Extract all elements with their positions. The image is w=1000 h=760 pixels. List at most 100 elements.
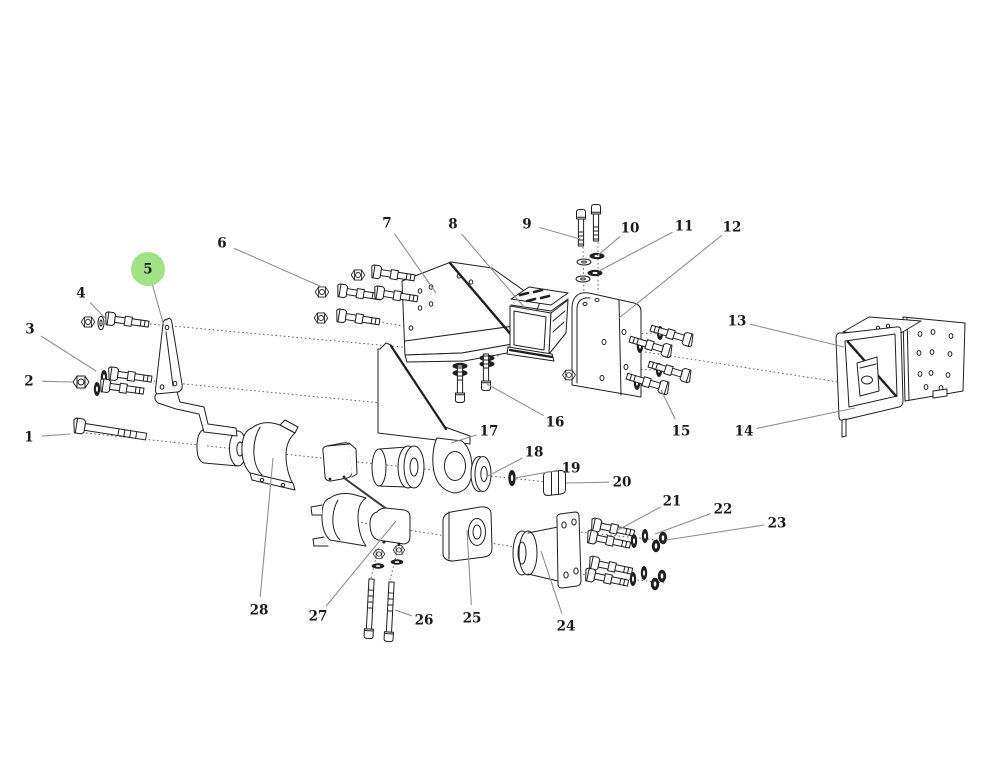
leader-line (40, 335, 97, 372)
part-8-engine-mount (506, 286, 569, 362)
axis-bolt6-c (373, 320, 410, 328)
callout-number: 28 (250, 603, 269, 619)
leader-line (618, 234, 723, 319)
leader-line (89, 302, 107, 320)
leader-line (394, 609, 412, 617)
callout-number: 17 (480, 424, 499, 440)
callout-number: 27 (309, 609, 328, 625)
callout-23[interactable]: 23 (665, 516, 787, 541)
leader-line (596, 235, 621, 257)
axis-to-frame-box (644, 351, 839, 383)
part-26-long-bolts (363, 545, 406, 643)
callout-number: 14 (735, 424, 754, 440)
callout-number: 22 (714, 502, 733, 518)
callout-number: 6 (217, 236, 226, 252)
callout-number: 12 (723, 220, 742, 236)
callout-number: 19 (562, 461, 581, 477)
callout-9[interactable]: 9 (522, 217, 581, 240)
axis-bolt26-b (389, 547, 399, 581)
part-9-bolts (576, 204, 601, 247)
leader-line (41, 433, 71, 437)
part-10-spring-washers (587, 252, 605, 277)
callout-19[interactable]: 19 (514, 461, 581, 479)
leader-line (41, 380, 74, 383)
part-22-washers (629, 528, 649, 587)
callout-1[interactable]: 1 (24, 430, 71, 446)
leader-line (749, 323, 845, 348)
part-19-lock-washer (507, 469, 517, 487)
callout-number: 10 (621, 221, 640, 237)
leader-line (150, 281, 165, 327)
leader-line (325, 520, 397, 607)
part-2-nut (72, 375, 90, 389)
part-4-bolt (80, 311, 150, 332)
callout-number: 23 (768, 516, 787, 532)
callout-number: 13 (728, 314, 747, 330)
part-bushing-sleeve (371, 445, 425, 489)
leader-line (485, 457, 523, 478)
leader-line (259, 457, 274, 598)
callout-18[interactable]: 18 (485, 445, 544, 478)
leader-line (539, 226, 581, 240)
part-24-flange-tube (512, 511, 582, 589)
callout-8[interactable]: 8 (448, 217, 525, 308)
callout-24[interactable]: 24 (540, 550, 576, 635)
callout-number: 7 (382, 216, 391, 232)
part-17-eye-bracket (377, 342, 473, 494)
part-18-washer (470, 456, 492, 492)
leader-line (665, 524, 765, 541)
leader-line (660, 389, 676, 420)
callout-number: 3 (25, 322, 34, 338)
callout-26[interactable]: 26 (394, 609, 433, 629)
callout-3[interactable]: 3 (25, 322, 97, 372)
part-5-support-bracket (154, 317, 247, 467)
callout-4[interactable]: 4 (76, 286, 107, 320)
callout-25[interactable]: 25 (463, 529, 482, 627)
part-6-bolts (313, 264, 419, 329)
leader-line (394, 233, 437, 294)
callout-5[interactable]: 5 (131, 252, 165, 327)
callout-number: 11 (675, 219, 694, 235)
callout-13[interactable]: 13 (728, 314, 845, 348)
callout-28[interactable]: 28 (250, 457, 274, 619)
callout-number: 18 (525, 445, 544, 461)
callout-17[interactable]: 17 (450, 424, 499, 444)
part-13-14-frame-box (835, 316, 966, 438)
highlight-circle (131, 252, 165, 286)
callout-27[interactable]: 27 (309, 520, 397, 625)
part-3-bolts (93, 366, 153, 399)
leader-line (486, 383, 544, 417)
leader-line (598, 231, 673, 272)
callout-number: 24 (557, 619, 576, 635)
callout-6[interactable]: 6 (217, 236, 323, 288)
leader-line (466, 529, 472, 606)
callout-16[interactable]: 16 (486, 383, 564, 431)
callout-11[interactable]: 11 (598, 219, 694, 272)
callout-15[interactable]: 15 (660, 389, 690, 440)
callout-7[interactable]: 7 (382, 216, 437, 294)
callout-number: 20 (613, 475, 632, 491)
leader-line (565, 481, 610, 484)
callout-2[interactable]: 2 (24, 374, 74, 390)
leader-line (450, 434, 477, 444)
callout-22[interactable]: 22 (654, 502, 733, 535)
part-28-clamp-half (241, 419, 299, 491)
callout-10[interactable]: 10 (596, 221, 640, 257)
leader-line (233, 247, 323, 288)
callout-21[interactable]: 21 (615, 494, 681, 532)
callout-14[interactable]: 14 (735, 407, 856, 440)
leader-line (514, 469, 559, 479)
callout-number: 2 (24, 374, 33, 390)
part-21-bolts (583, 517, 636, 591)
callout-20[interactable]: 20 (565, 475, 632, 491)
part-27-support-halves (310, 442, 411, 547)
axis-mid-bolt-row (111, 376, 393, 405)
callout-number: 4 (76, 286, 85, 302)
callout-number: 9 (522, 217, 531, 233)
callout-12[interactable]: 12 (618, 220, 742, 319)
callout-number: 5 (143, 262, 152, 278)
callout-number: 25 (463, 611, 482, 627)
callout-number: 8 (448, 217, 457, 233)
part-12-side-bracket (562, 292, 642, 398)
